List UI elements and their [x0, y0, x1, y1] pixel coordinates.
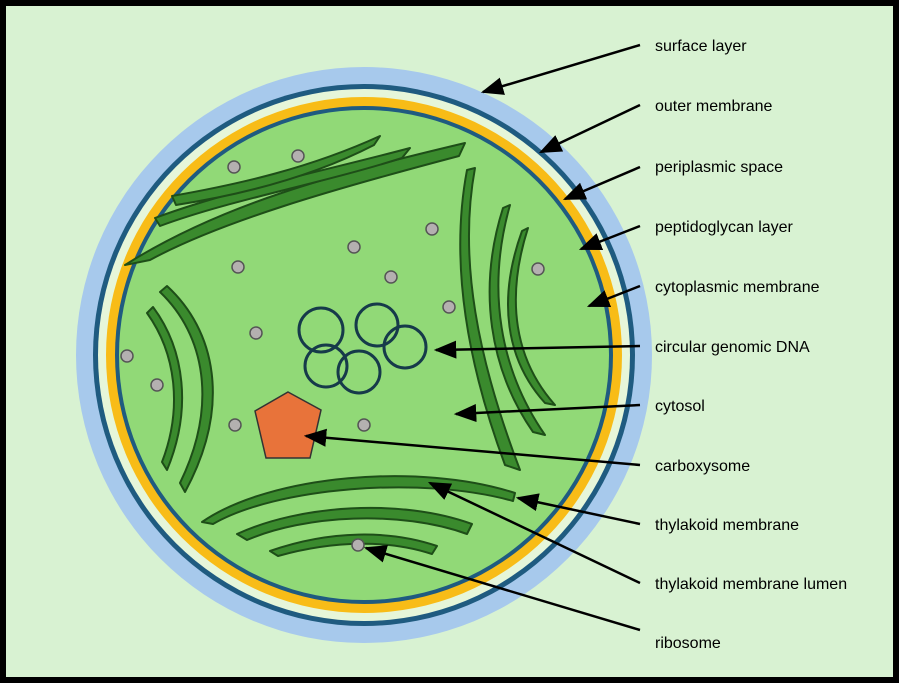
label-cytoplasmic-membrane: cytoplasmic membrane	[655, 279, 820, 296]
label-thylakoid-membrane: thylakoid membrane	[655, 517, 799, 534]
label-cytosol: cytosol	[655, 398, 705, 415]
cytosol	[119, 110, 609, 600]
cell	[76, 67, 652, 643]
label-outer-membrane: outer membrane	[655, 98, 772, 115]
label-circular-genomic-dna: circular genomic DNA	[655, 339, 810, 356]
label-surface-layer: surface layer	[655, 38, 747, 55]
label-carboxysome: carboxysome	[655, 458, 750, 475]
label-ribosome: ribosome	[655, 635, 721, 652]
label-periplasmic-space: periplasmic space	[655, 159, 783, 176]
label-thylakoid-membrane-lumen: thylakoid membrane lumen	[655, 576, 847, 593]
label-peptidoglycan-layer: peptidoglycan layer	[655, 219, 794, 236]
